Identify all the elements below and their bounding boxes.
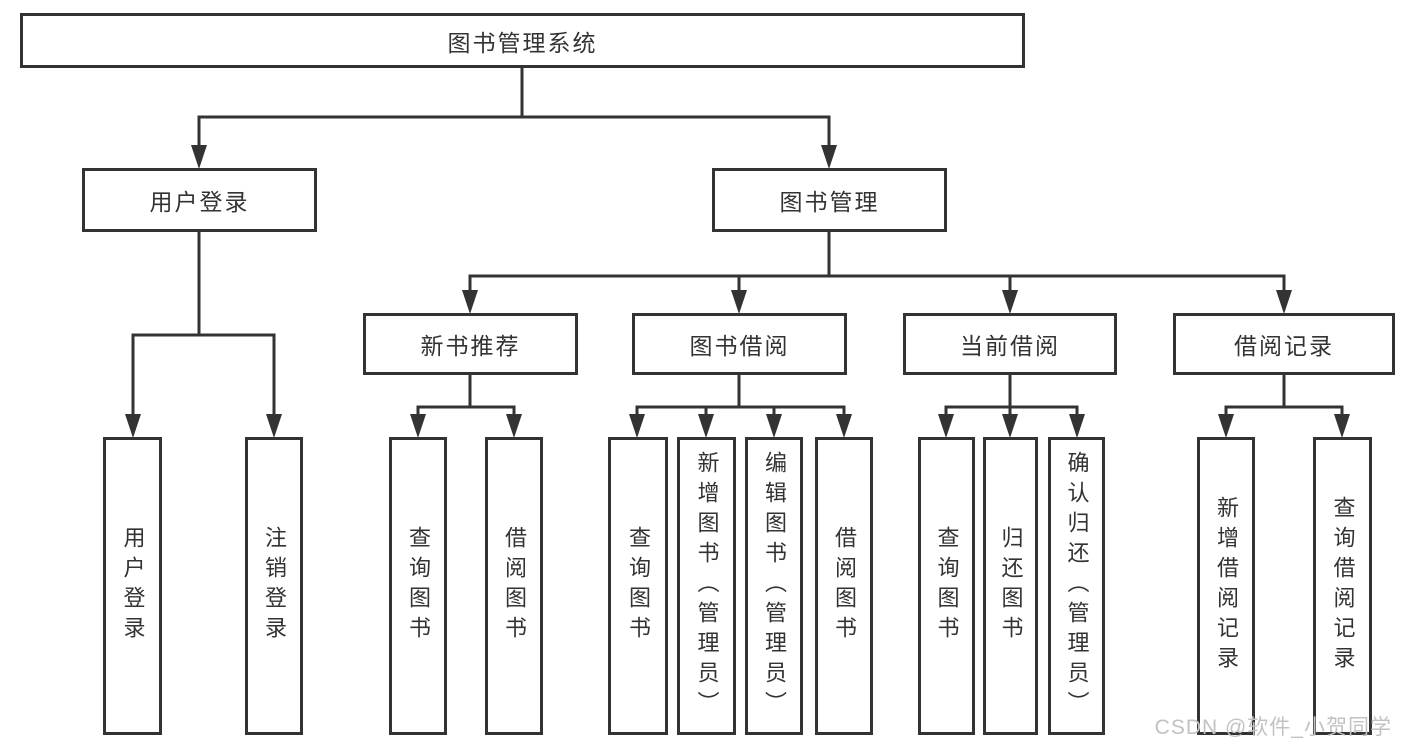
node-leaf-confirm-return-admin: 确认归还（管理员）	[1048, 437, 1105, 735]
node-label: 查询图书	[406, 526, 431, 646]
node-label: 借阅图书	[832, 526, 857, 646]
node-label: 借阅图书	[502, 526, 527, 646]
node-label: 查询图书	[934, 526, 960, 646]
csdn-watermark: CSDN @软件_小贺同学	[1154, 716, 1392, 739]
node-label: 新增借阅记录	[1214, 496, 1239, 676]
node-new-book-recommend: 新书推荐	[363, 313, 578, 375]
node-leaf-query-borrow-record: 查询借阅记录	[1313, 437, 1372, 735]
node-leaf-borrow-books-recommend: 借阅图书	[485, 437, 543, 735]
node-label: 用户登录	[120, 526, 146, 646]
node-leaf-add-borrow-record: 新增借阅记录	[1197, 437, 1255, 735]
node-book-management: 图书管理	[712, 168, 947, 232]
node-leaf-query-books-recommend: 查询图书	[389, 437, 447, 735]
node-library-management-system: 图书管理系统	[20, 13, 1025, 68]
node-label: 注销登录	[262, 526, 287, 646]
node-leaf-borrow-books: 借阅图书	[815, 437, 873, 735]
node-leaf-query-books-current: 查询图书	[918, 437, 975, 735]
node-label: 编辑图书（管理员）	[762, 451, 787, 721]
node-leaf-user-login: 用户登录	[103, 437, 162, 735]
node-leaf-logout: 注销登录	[245, 437, 303, 735]
node-label: 查询借阅记录	[1330, 496, 1356, 676]
node-leaf-edit-books-admin: 编辑图书（管理员）	[745, 437, 803, 735]
node-leaf-return-books: 归还图书	[983, 437, 1038, 735]
node-label: 归还图书	[998, 526, 1024, 646]
node-label: 确认归还（管理员）	[1064, 451, 1090, 721]
node-borrow-records: 借阅记录	[1173, 313, 1395, 375]
node-current-borrowing: 当前借阅	[903, 313, 1117, 375]
node-leaf-query-books-borrowing: 查询图书	[608, 437, 668, 735]
node-user-login: 用户登录	[82, 168, 317, 232]
node-label: 查询图书	[626, 526, 651, 646]
node-book-borrowing: 图书借阅	[632, 313, 847, 375]
arrowheads	[125, 145, 1350, 438]
node-leaf-add-books-admin: 新增图书（管理员）	[677, 437, 736, 735]
node-label: 新增图书（管理员）	[694, 451, 720, 721]
